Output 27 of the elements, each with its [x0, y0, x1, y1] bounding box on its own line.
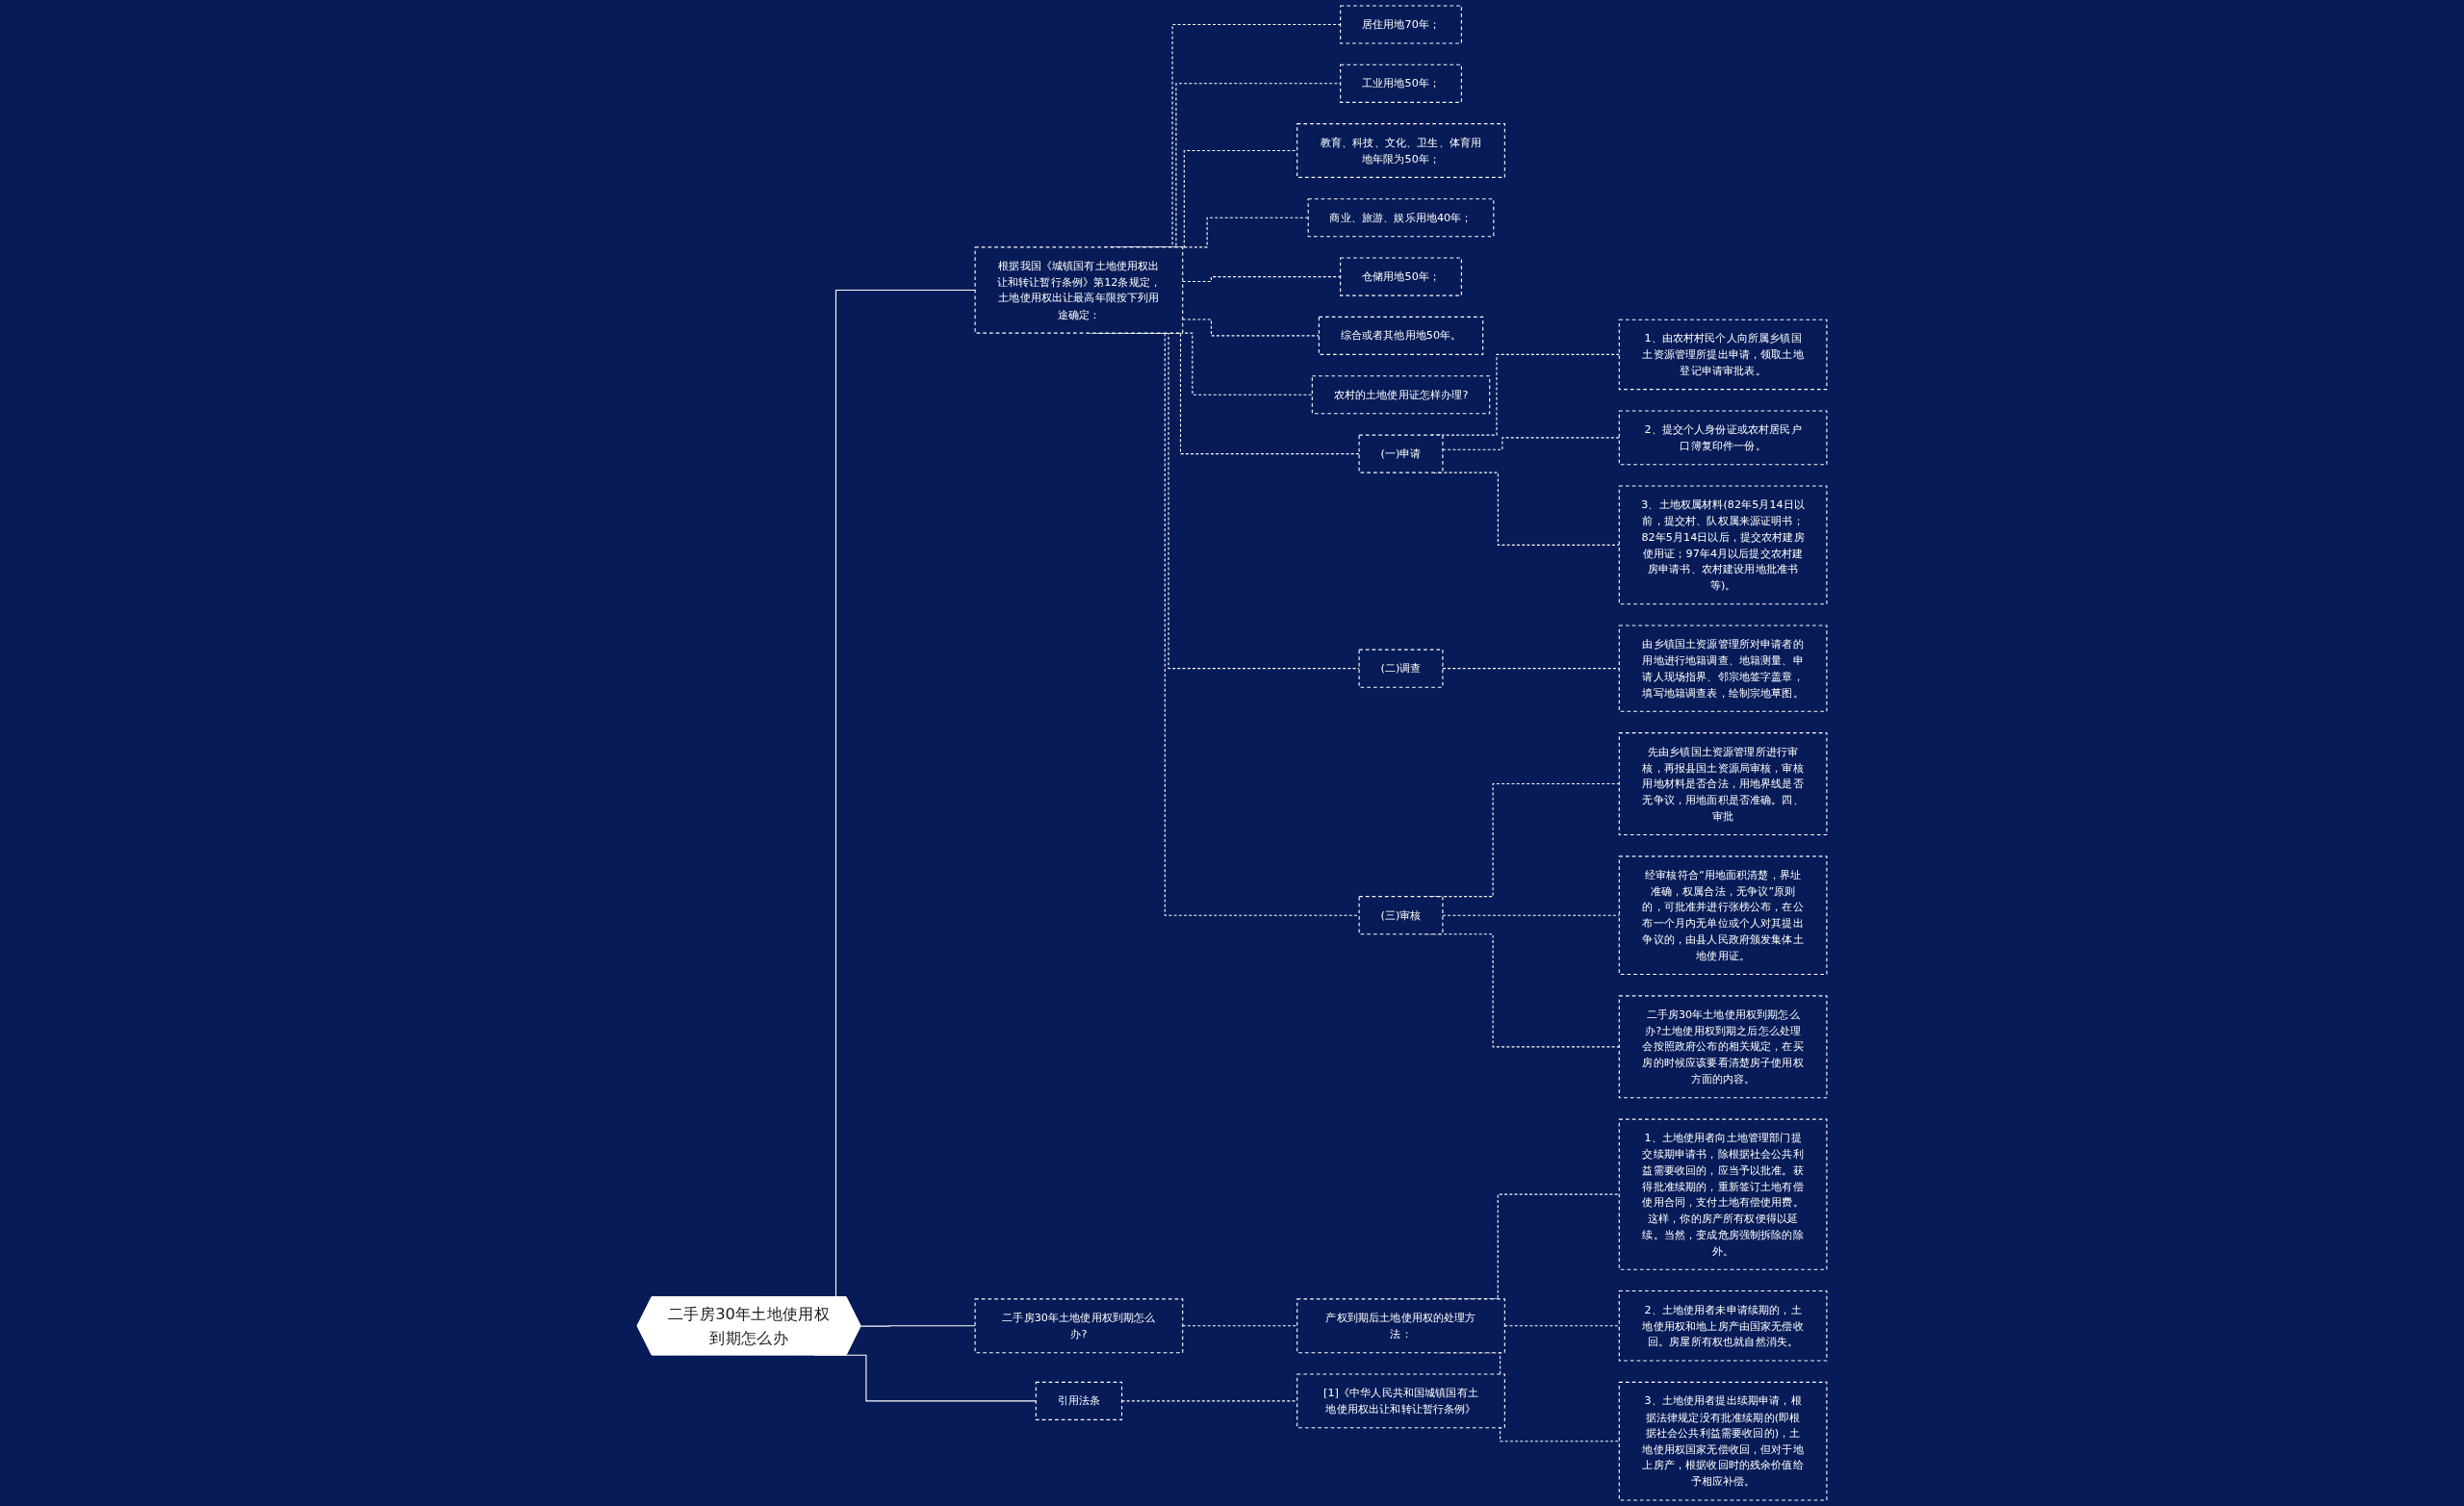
connector — [860, 1325, 976, 1327]
node-box: 仓储用地50年； — [1340, 257, 1462, 296]
node-box: 农村的土地使用证怎样办理? — [1311, 375, 1491, 415]
node-box: 先由乡镇国土资源管理所进行审核，再报县国土资源局审核，审核用地材料是否合法，用地界线是否无争议，用地面积是否准确。四、审批 — [1618, 732, 1828, 836]
node-box: 商业、旅游、娱乐用地40年； — [1307, 198, 1495, 238]
node-box: 教育、科技、文化、卫生、体育用地年限为50年； — [1296, 123, 1505, 178]
node-box: 二手房30年土地使用权到期怎么办?土地使用权到期之后怎么处理会按照政府公布的相关规定，在买房的时候应该要看清楚房子使用权方面的内容。 — [1618, 995, 1828, 1099]
node-box: 根据我国《城镇国有土地使用权出让和转让暂行条例》第12条规定，土地使用权出让最高年限按下列用途确定： — [974, 246, 1184, 334]
node-box: 3、土地使用者提出续期申请，根据法律规定没有批准续期的(即根据社会公共利益需要收回的)，土地使用权国家无偿收回，但对于地上房产，根据收回时的残余价值给予相应补偿。 — [1618, 1381, 1828, 1501]
node-box: 3、土地权属材料(82年5月14日以前，提交村、队权属来源证明书；82年5月14日以后，提交农村建房使用证；97年4月以后提交农村建房申请书、农村建设用地批准书等)。 — [1618, 485, 1828, 605]
connector — [1442, 437, 1620, 450]
node-box: 二手房30年土地使用权到期怎么办? — [974, 1298, 1184, 1354]
node-box: 2、提交个人身份证或农村居民户口簿复印件一份。 — [1618, 410, 1828, 466]
node-box: 引用法条 — [1035, 1381, 1123, 1420]
node-box: (一)申请 — [1358, 434, 1444, 473]
node-box: 居住用地70年； — [1340, 5, 1462, 44]
node-box: 经审核符合“用地面积清楚，界址准确，权属合法，无争议”原则的，可批准并进行张榜公布，在公布一个月内无单位或个人对其提出争议的，由县人民政府颁发集体土地使用证。 — [1618, 855, 1828, 976]
node-box: 1、土地使用者向土地管理部门提交续期申请书，除根据社会公共利益需要收回的，应当予以批准。获得批准续期的，重新签订土地有偿使用合同，支付土地有偿使用费。这样，你的房产所有权便得以延续。当然，变成危房强制拆除的除外。 — [1618, 1118, 1828, 1270]
node-box: 产权到期后土地使用权的处理方法： — [1296, 1298, 1505, 1354]
node-box: 综合或者其他用地50年。 — [1318, 316, 1484, 355]
node-box: 由乡镇国土资源管理所对申请者的用地进行地籍调查、地籍测量、申请人现场指界、邻宗地签字盖章，填写地籍调查表，绘制宗地草图。 — [1618, 625, 1828, 712]
node-box: (三)审核 — [1358, 896, 1444, 935]
node-box: 工业用地50年； — [1340, 64, 1462, 103]
node-box: 2、土地使用者未申请续期的，土地使用权和地上房产由国家无偿收回。房屋所有权也就自然消失。 — [1618, 1290, 1828, 1362]
node-box: (二)调查 — [1358, 649, 1444, 688]
node-box: [1]《中华人民共和国城镇国有土地使用权出让和转让暂行条例》 — [1296, 1373, 1505, 1429]
node-box: 1、由农村村民个人向所属乡镇国土资源管理所提出申请，领取土地登记申请审批表。 — [1618, 319, 1828, 391]
